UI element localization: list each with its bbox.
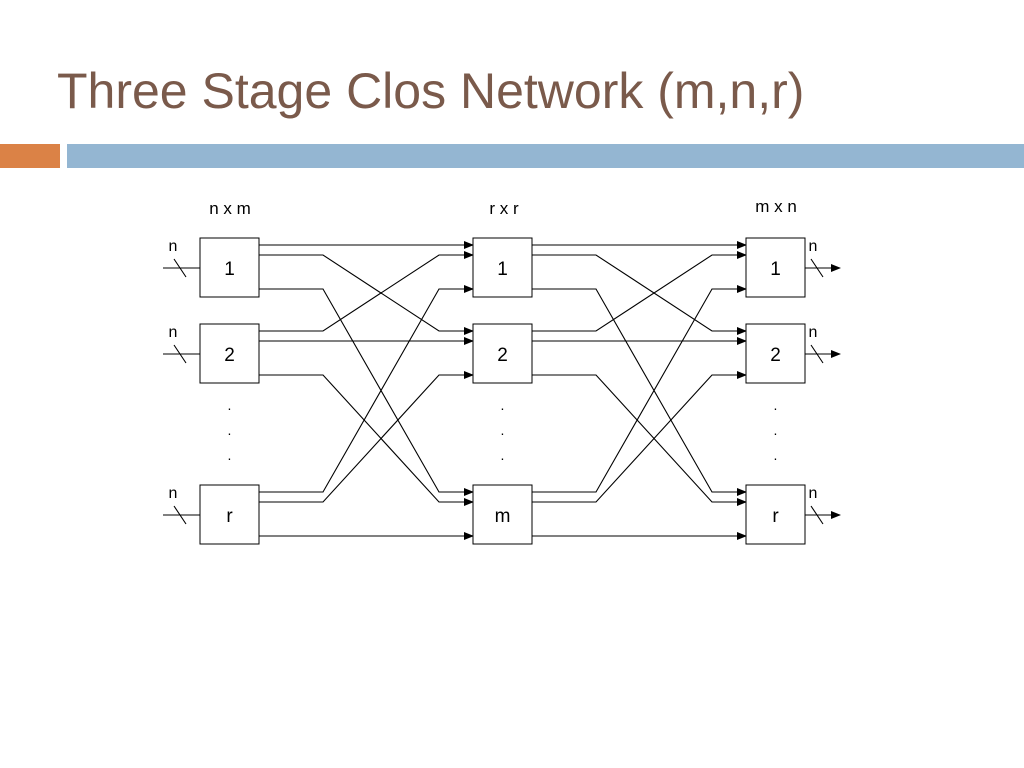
- switch-label-stage3-3: r: [772, 506, 779, 527]
- stage-label-input: n x m: [209, 199, 251, 218]
- slide-title: Three Stage Clos Network (m,n,r): [57, 63, 805, 119]
- switch-label-stage2-3: m: [495, 506, 511, 527]
- output-slash-3: [810, 505, 824, 525]
- switch-label-stage1-3: r: [226, 506, 233, 527]
- ellipsis-dots: .........: [228, 397, 778, 463]
- switch-box-stage3-3: [745, 484, 806, 545]
- ellipsis-dot-stage2-3: .: [501, 447, 505, 463]
- accent-bar-right: [67, 144, 1024, 168]
- link-stage2-box2-to-stage3-box3: [532, 374, 747, 506]
- io-lines: [163, 258, 841, 525]
- link-stage2-box3-to-stage3-box1: [532, 285, 747, 493]
- port-labels: n n n n n n: [169, 238, 818, 502]
- switch-label-stage1-1: 1: [224, 259, 235, 280]
- stage-label-middle: r x r: [489, 199, 519, 218]
- ellipsis-dot-stage2-1: .: [501, 397, 505, 413]
- switch-box-stage1-3: [199, 484, 260, 545]
- switch-label-stage2-2: 2: [497, 345, 508, 366]
- input-port-count-3: n: [169, 485, 178, 502]
- ellipsis-dot-stage3-3: .: [774, 447, 778, 463]
- switch-box-stage2-1: [472, 237, 533, 298]
- link-stage2-box1-to-stage3-box3: [532, 288, 747, 496]
- ellipsis-dot-stage1-3: .: [228, 447, 232, 463]
- ellipsis-dot-stage2-2: .: [501, 422, 505, 438]
- switch-box-stage1-1: [199, 237, 260, 298]
- input-slash-1: [173, 258, 187, 278]
- connection-lines: [259, 241, 747, 540]
- switch-label-stage3-1: 1: [770, 259, 781, 280]
- switch-label-stage1-2: 2: [224, 345, 235, 366]
- link-stage1-box2-to-stage2-box3: [259, 374, 474, 506]
- input-port-count-2: n: [169, 324, 178, 341]
- switch-label-stage3-2: 2: [770, 345, 781, 366]
- output-port-count-1: n: [809, 238, 818, 255]
- switch-box-stage2-2: [472, 323, 533, 384]
- ellipsis-dot-stage3-1: .: [774, 397, 778, 413]
- switch-box-stage2-3: [472, 484, 533, 545]
- link-stage2-box1-to-stage3-box2: [532, 254, 747, 335]
- output-port-count-3: n: [809, 485, 818, 502]
- accent-bar-left: [0, 144, 60, 168]
- link-stage1-box3-to-stage2-box2: [259, 371, 474, 503]
- link-stage2-box3-to-stage3-box2: [532, 371, 747, 503]
- switch-box-stage1-2: [199, 323, 260, 384]
- input-slash-3: [173, 505, 187, 525]
- link-stage1-box1-to-stage2-box3: [259, 288, 474, 496]
- switch-label-stage2-1: 1: [497, 259, 508, 280]
- output-slash-2: [810, 344, 824, 364]
- link-stage1-box1-to-stage2-box2: [259, 254, 474, 335]
- stage-label-output: m x n: [755, 197, 797, 216]
- switch-box-stage3-2: [745, 323, 806, 384]
- switch-boxes: 1 2 r 1 2 m 1 2 r: [199, 237, 806, 545]
- input-port-count-1: n: [169, 238, 178, 255]
- link-stage1-box2-to-stage2-box1: [259, 251, 474, 332]
- switch-box-stage3-1: [745, 237, 806, 298]
- output-slash-1: [810, 258, 824, 278]
- ellipsis-dot-stage1-1: .: [228, 397, 232, 413]
- link-stage2-box2-to-stage3-box1: [532, 251, 747, 332]
- output-port-count-2: n: [809, 324, 818, 341]
- ellipsis-dot-stage1-2: .: [228, 422, 232, 438]
- input-slash-2: [173, 344, 187, 364]
- ellipsis-dot-stage3-2: .: [774, 422, 778, 438]
- link-stage1-box3-to-stage2-box1: [259, 285, 474, 493]
